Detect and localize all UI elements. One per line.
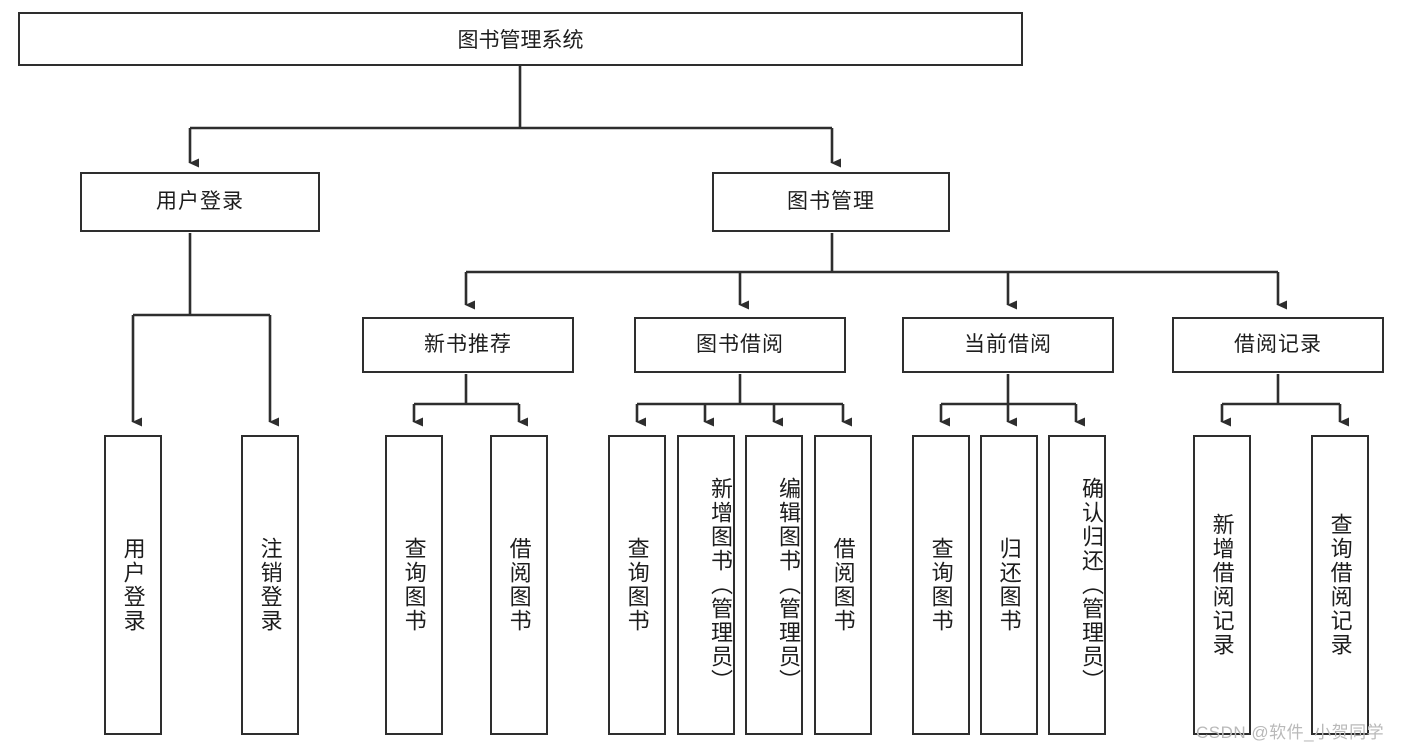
node-leaf-return-book[interactable]: 归还图书: [980, 435, 1038, 735]
node-leaf-query-book-2[interactable]: 查询图书: [608, 435, 666, 735]
node-new-book-recommend[interactable]: 新书推荐: [362, 317, 574, 373]
node-label: 新增借阅记录: [1209, 513, 1235, 657]
node-label: 查询图书: [928, 537, 954, 633]
node-label: 编辑图书（管理员）: [776, 477, 801, 693]
node-leaf-add-book[interactable]: 新增图书（管理员）: [677, 435, 735, 735]
node-root-system[interactable]: 图书管理系统: [18, 12, 1023, 66]
node-book-manage[interactable]: 图书管理: [712, 172, 950, 232]
node-label: 图书管理: [787, 190, 875, 214]
node-label: 查询借阅记录: [1327, 513, 1353, 657]
node-leaf-borrow-book-2[interactable]: 借阅图书: [814, 435, 872, 735]
node-leaf-logout[interactable]: 注销登录: [241, 435, 299, 735]
node-label: 查询图书: [401, 537, 427, 633]
node-label: 确认归还（管理员）: [1079, 477, 1104, 693]
node-leaf-user-login[interactable]: 用户登录: [104, 435, 162, 735]
node-label: 用户登录: [156, 190, 244, 214]
node-label: 图书管理系统: [457, 29, 584, 52]
node-label: 借阅图书: [830, 537, 856, 633]
node-label: 图书借阅: [696, 333, 784, 357]
node-user-login[interactable]: 用户登录: [80, 172, 320, 232]
node-leaf-confirm-return[interactable]: 确认归还（管理员）: [1048, 435, 1106, 735]
node-leaf-add-record[interactable]: 新增借阅记录: [1193, 435, 1251, 735]
watermark-text: CSDN @软件_小贺同学: [1196, 723, 1385, 742]
node-label: 借阅记录: [1234, 333, 1322, 357]
node-current-borrow[interactable]: 当前借阅: [902, 317, 1114, 373]
node-label: 当前借阅: [964, 333, 1052, 357]
node-leaf-edit-book[interactable]: 编辑图书（管理员）: [745, 435, 803, 735]
node-label: 查询图书: [624, 537, 650, 633]
node-label: 归还图书: [996, 537, 1022, 633]
node-book-borrow[interactable]: 图书借阅: [634, 317, 846, 373]
node-leaf-query-record[interactable]: 查询借阅记录: [1311, 435, 1369, 735]
node-borrow-record[interactable]: 借阅记录: [1172, 317, 1384, 373]
node-leaf-borrow-book-1[interactable]: 借阅图书: [490, 435, 548, 735]
node-label: 注销登录: [257, 537, 283, 633]
node-label: 借阅图书: [506, 537, 532, 633]
node-label: 用户登录: [120, 537, 146, 633]
node-leaf-query-book-1[interactable]: 查询图书: [385, 435, 443, 735]
node-label: 新书推荐: [424, 333, 512, 357]
node-label: 新增图书（管理员）: [708, 477, 733, 693]
node-leaf-query-book-3[interactable]: 查询图书: [912, 435, 970, 735]
